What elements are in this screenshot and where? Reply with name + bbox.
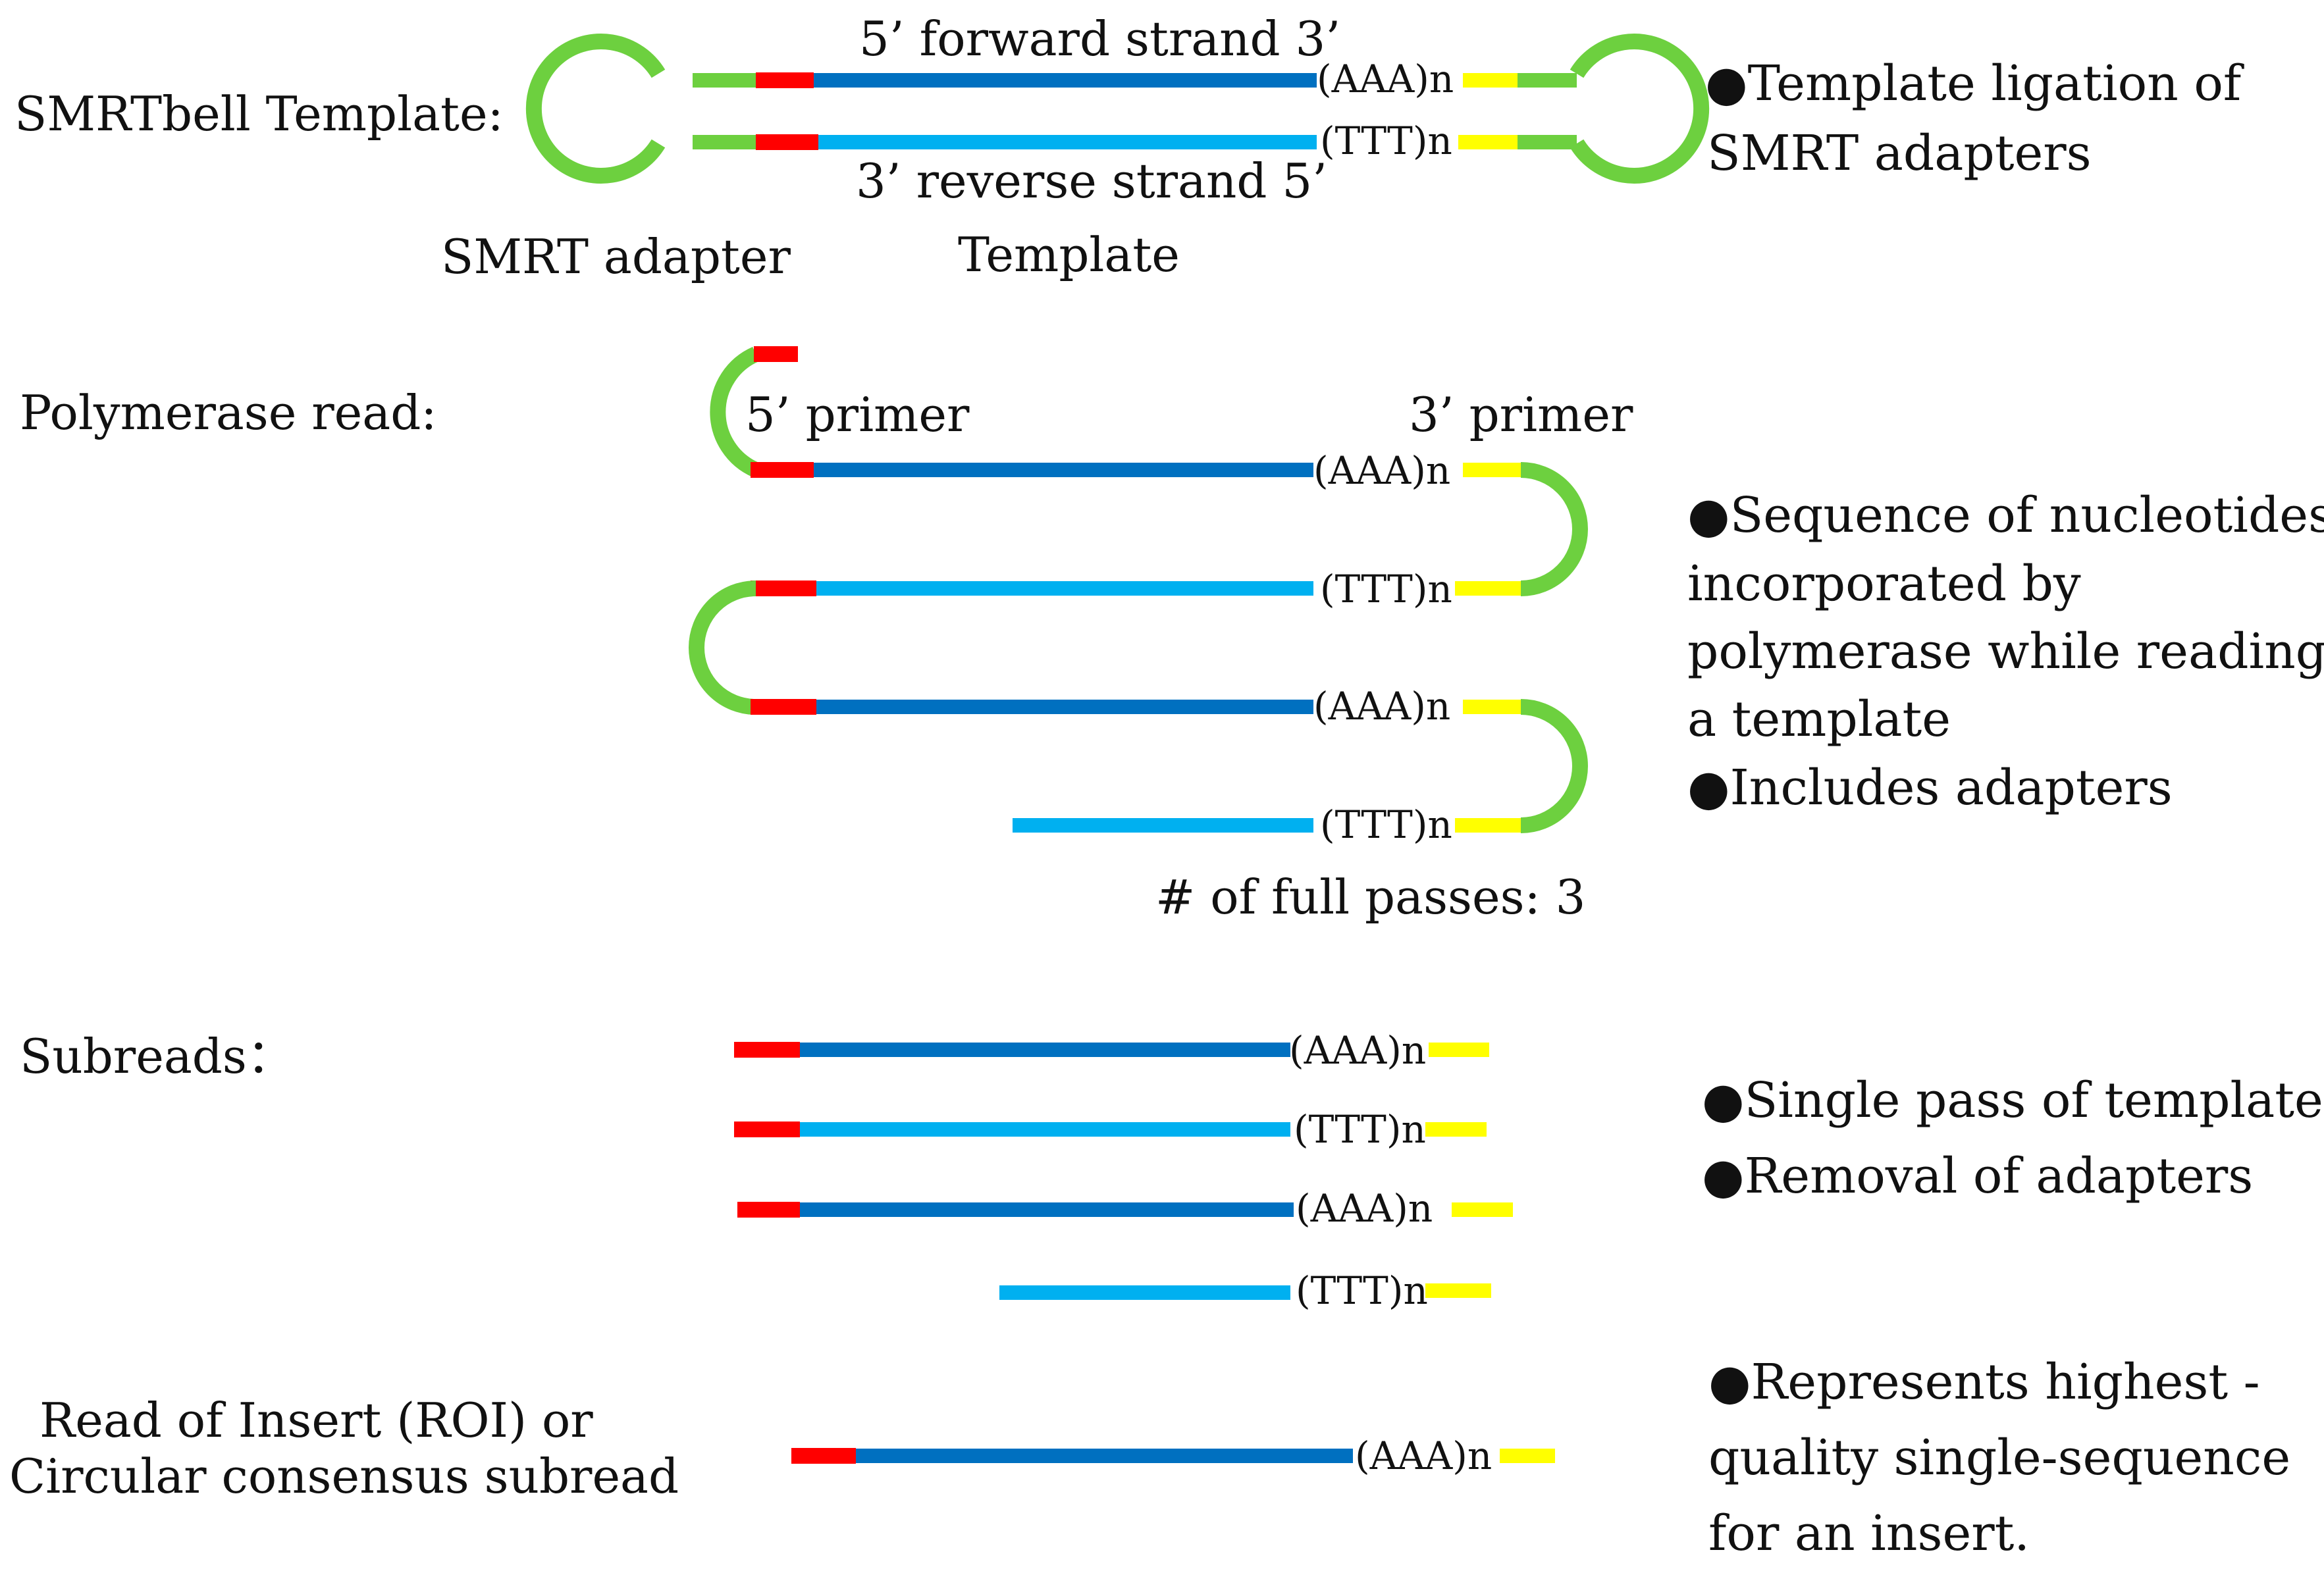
polymerase-section: Polymerase read: 5’ primer 3’ primer (AA… — [20, 346, 1633, 925]
smrtbell-poly-a-label: (AAA)n — [1317, 57, 1454, 101]
smrtbell-section: SMRTbell Template: 5’ forward strand 3’ … — [14, 11, 1710, 284]
roi-section: Read of Insert (ROI) or Circular consens… — [9, 1393, 1555, 1504]
smrt-adapter-label: SMRT adapter — [441, 229, 791, 284]
notes: ●Template ligation of SMRT adapters ●Seq… — [1687, 55, 2324, 1562]
note-single-pass: ●Single pass of template — [1702, 1072, 2323, 1129]
smrtbell-template-label: SMRTbell Template: — [14, 86, 504, 142]
poly-pass1-poly-a-label: (AAA)n — [1313, 448, 1450, 493]
subreads-section: Subreads： (AAA)n (TTT)n (AAA)n (TTT)n — [20, 1028, 1513, 1313]
full-passes-label: # of full passes: 3 — [1155, 869, 1585, 925]
note-sequence-1: ●Sequence of nucleotides — [1687, 487, 2324, 544]
poly-pass3-poly-a-label: (AAA)n — [1313, 684, 1450, 729]
note-sequence-2: incorporated by — [1687, 555, 2081, 612]
primer-3-label: 3’ primer — [1409, 387, 1633, 442]
roi-label-line1: Read of Insert (ROI) or — [40, 1393, 593, 1448]
subread1-poly-label: (AAA)n — [1289, 1028, 1426, 1073]
note-sequence-3: polymerase while reading — [1687, 623, 2324, 680]
smrtbell-right-adapter-loop — [1570, 34, 1710, 184]
roi-label-line2: Circular consensus subread — [9, 1449, 679, 1504]
template-label: Template — [958, 227, 1180, 282]
poly-adapter-loop-1 — [710, 347, 760, 477]
note-represents-1: ●Represents highest - — [1708, 1354, 2260, 1410]
note-sequence-4: a template — [1687, 691, 1951, 748]
reverse-strand-label: 3’ reverse strand 5’ — [856, 153, 1327, 209]
note-template-ligation-2: SMRT adapters — [1707, 125, 2092, 182]
roi-poly-label: (AAA)n — [1355, 1433, 1492, 1478]
primer-5-label: 5’ primer — [745, 387, 970, 442]
poly-pass4-poly-t-label: (TTT)n — [1320, 802, 1452, 847]
polymerase-read-label: Polymerase read: — [20, 385, 437, 440]
poly-adapter-loop-3 — [689, 580, 756, 715]
smrtbell-poly-t-label: (TTT)n — [1320, 118, 1452, 163]
poly-adapter-loop-2 — [1520, 462, 1588, 596]
forward-strand-label: 5’ forward strand 3’ — [859, 11, 1340, 66]
note-represents-2: quality single-sequence — [1708, 1430, 2290, 1486]
smrtbell-left-adapter-loop — [525, 34, 666, 184]
note-template-ligation-1: ●Template ligation of — [1705, 55, 2244, 112]
subread4-poly-label: (TTT)n — [1296, 1268, 1428, 1313]
note-includes-adapters: ●Includes adapters — [1687, 760, 2173, 816]
note-removal: ●Removal of adapters — [1702, 1148, 2253, 1204]
poly-adapter-loop-4 — [1520, 699, 1588, 833]
subread2-poly-label: (TTT)n — [1294, 1107, 1426, 1152]
poly-pass2-poly-t-label: (TTT)n — [1320, 567, 1452, 611]
subreads-label: Subreads： — [20, 1029, 294, 1084]
note-represents-3: for an insert. — [1708, 1505, 2030, 1562]
subread3-poly-label: (AAA)n — [1296, 1186, 1433, 1231]
